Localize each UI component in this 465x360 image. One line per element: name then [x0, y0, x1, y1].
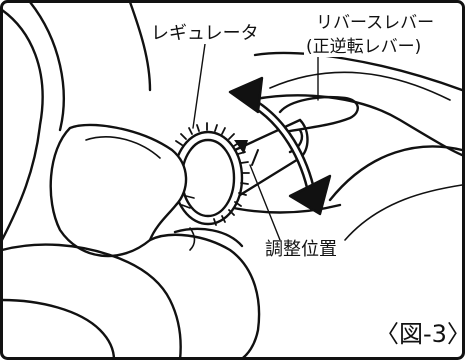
reverse-lever-sublabel: (正逆転レバー) — [304, 37, 424, 57]
reverse-lever-label: リバースレバー — [314, 13, 437, 33]
hand — [0, 123, 261, 360]
adjust-marker — [234, 140, 259, 166]
leader-lines — [192, 43, 319, 241]
reverse-lever-housing — [218, 51, 464, 241]
figure-number: 〈図-3〉 — [375, 320, 465, 348]
regulator-label: レギュレータ — [148, 24, 262, 44]
adjust-position-label: 調整位置 — [262, 240, 340, 260]
tool-body — [0, 0, 152, 242]
rotation-arrow — [228, 76, 332, 216]
